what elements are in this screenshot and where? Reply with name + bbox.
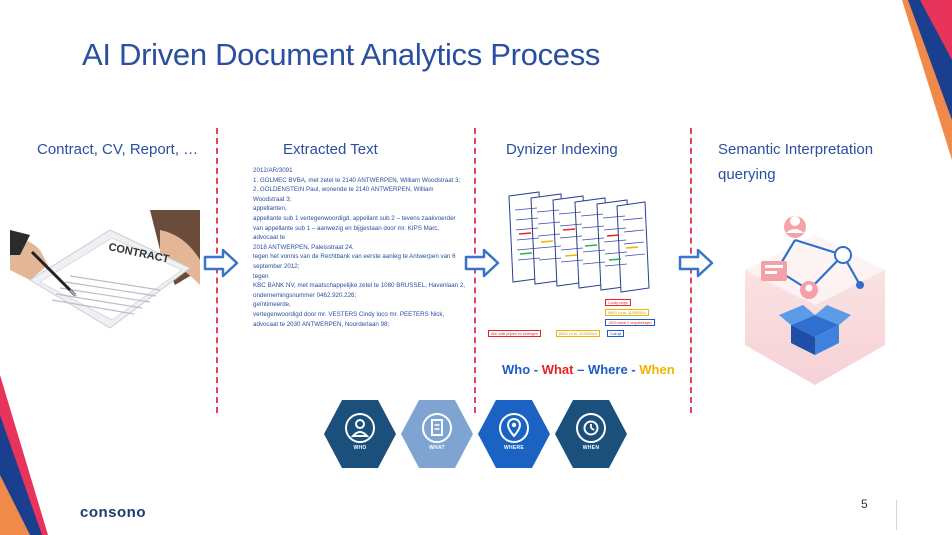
- hex-who: WHO: [324, 400, 396, 468]
- column-divider: [690, 128, 692, 413]
- who-word: Who: [502, 362, 531, 377]
- index-tag: Cooky chips: [605, 299, 631, 306]
- extracted-text-line: tegen: [253, 272, 269, 280]
- bottom-left-corner-decoration: [0, 375, 48, 535]
- index-tag: Alle volle prijzen en kortingen: [488, 330, 541, 337]
- extracted-text-block: 2012/AR/3091 1. GOLMEC BVBA, met zetel t…: [253, 166, 465, 329]
- index-tag: -25% vanaf 2 verpakkingen: [605, 319, 655, 326]
- consono-logo: consono: [80, 504, 146, 521]
- extracted-text-line: appellante sub 1 vertegenwoordigd, appel…: [253, 214, 456, 242]
- document-icon-glyph: [431, 419, 443, 436]
- clock-icon: [576, 413, 606, 443]
- who-what-where-when: Who - What – Where - When: [502, 362, 675, 377]
- index-tag: Colruyt: [607, 330, 625, 337]
- hex-when: WHEN: [555, 400, 627, 468]
- column-divider: [216, 128, 218, 413]
- separator: –: [573, 362, 588, 377]
- where-word: Where: [587, 362, 628, 377]
- extracted-text-line: geïntimeerde,: [253, 301, 291, 309]
- when-word: When: [639, 362, 675, 377]
- hex-where: WHERE: [478, 400, 550, 468]
- what-word: What: [541, 362, 574, 377]
- flow-arrow-icon: [464, 248, 500, 278]
- hex-label: WHO: [353, 445, 367, 451]
- hex-label: WHEN: [582, 445, 600, 451]
- semantic-network-image: [745, 216, 885, 385]
- col-heading-semantic-line2: querying: [718, 166, 776, 183]
- person-icon: [345, 413, 375, 443]
- index-tag: 09/01 t.e.m. 11/09/2019: [605, 309, 649, 316]
- index-tag: 09/01 t.e.m. 11/09/2019: [556, 330, 600, 337]
- col-heading-dynizer-indexing: Dynizer Indexing: [506, 141, 618, 158]
- separator: -: [530, 362, 542, 377]
- extracted-text-line: 2012/AR/3091: [253, 167, 293, 174]
- page-number: 5: [861, 497, 868, 511]
- location-pin-icon: [499, 413, 529, 443]
- col-heading-extracted-text: Extracted Text: [283, 141, 378, 158]
- extracted-text-line: 1. GOLMEC BVBA, met zetel te 2140 ANTWER…: [253, 176, 461, 184]
- clock-icon-glyph: [583, 420, 599, 436]
- col-heading-documents: Contract, CV, Report, …: [37, 141, 199, 158]
- extracted-text-line: vertegenwoordigd door mr. VESTERS Cindy …: [253, 310, 445, 328]
- extracted-text-line: tegen het vonnis van de Rechtbank van ee…: [253, 253, 456, 270]
- person-icon-glyph: [350, 419, 370, 437]
- hex-what: WHAT: [401, 400, 473, 468]
- extracted-text-line: appellanten,: [253, 205, 287, 213]
- hex-label: WHAT: [429, 445, 445, 451]
- separator: -: [627, 362, 640, 377]
- col-heading-semantic-line1: Semantic Interpretation: [718, 141, 874, 158]
- location-pin-icon-glyph: [506, 418, 522, 438]
- extracted-text-line: 2018 ANTWERPEN, Paleisstraat 24,: [253, 243, 354, 251]
- page-title: AI Driven Document Analytics Process: [82, 37, 601, 72]
- extracted-text-line: 2. GOLDENSTEIN Paul, wonende te 2140 ANT…: [253, 186, 434, 203]
- hex-label: WHERE: [503, 445, 525, 451]
- extracted-text-line: KBC BANK NV, met maatschappelijke zetel …: [253, 282, 465, 299]
- footer-divider: [896, 500, 897, 530]
- top-right-corner-decoration: [902, 0, 952, 160]
- column-divider: [474, 128, 476, 413]
- document-icon: [422, 413, 452, 443]
- flow-arrow-icon: [203, 248, 239, 278]
- contract-image: CONTRACT: [10, 210, 200, 330]
- indexed-documents-image: [508, 191, 650, 293]
- flow-arrow-icon: [678, 248, 714, 278]
